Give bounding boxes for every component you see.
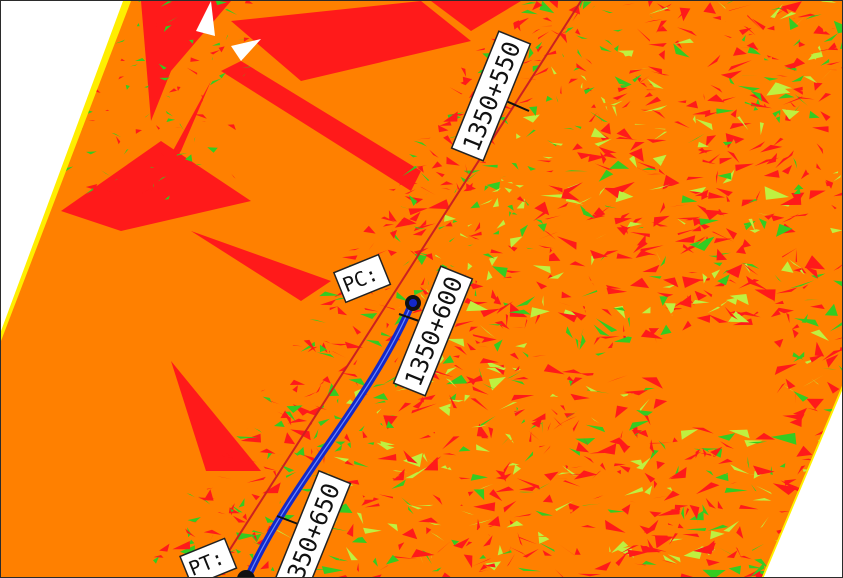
pt-point-marker[interactable]: [237, 570, 255, 577]
station-tick-550: [505, 100, 530, 112]
station-tick-600: [398, 313, 420, 322]
alignment-centerline: [211, 1, 582, 577]
station-tick-650: [276, 515, 299, 525]
pc-label[interactable]: PC:: [332, 253, 392, 304]
